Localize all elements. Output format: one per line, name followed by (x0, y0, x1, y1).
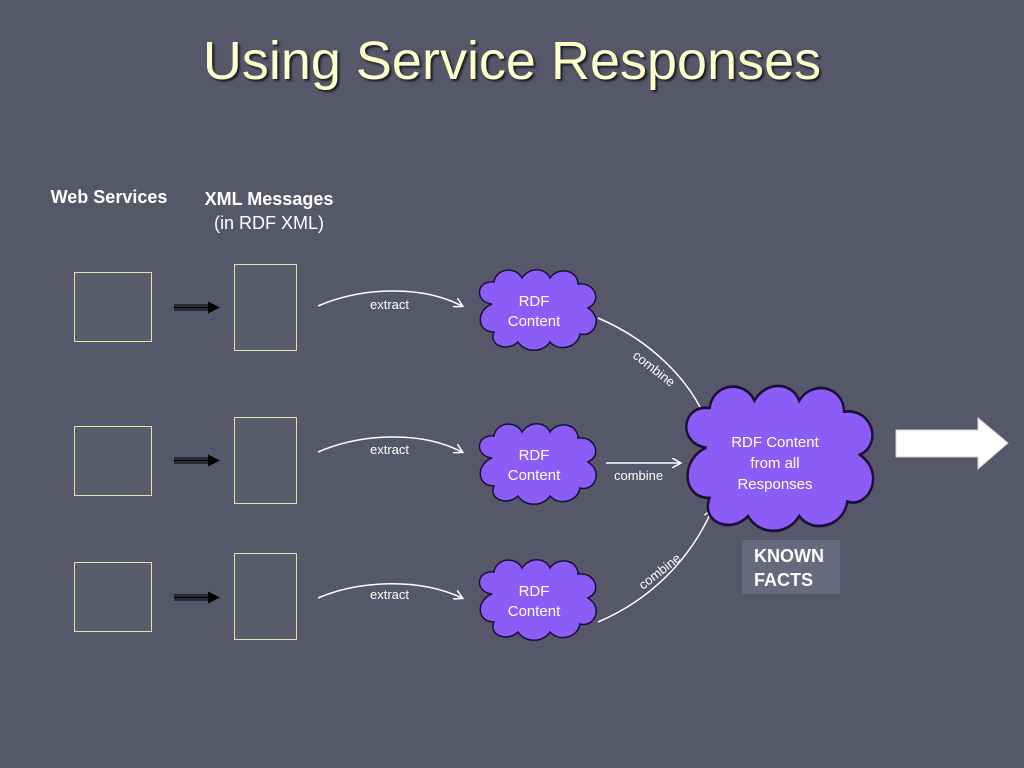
rdf-content-cloud-2: RDF Content (478, 422, 597, 506)
extract-label-1: extract (370, 297, 409, 312)
extract-label-3: extract (370, 587, 409, 602)
rdf-cloud-2-line2: Content (508, 467, 561, 484)
transmit-arrow-3 (174, 591, 220, 604)
web-services-heading: Web Services (40, 187, 178, 208)
extract-arrow-1 (317, 290, 462, 306)
combine-label-2: combine (614, 468, 663, 483)
xml-messages-heading: XML Messages (in RDF XML) (190, 187, 348, 235)
web-service-box-1 (74, 272, 152, 342)
combined-cloud-line1: RDF Content (731, 434, 819, 451)
rdf-content-cloud-3: RDF Content (478, 558, 597, 642)
combined-cloud-line3: Responses (737, 476, 812, 493)
output-block-arrow (895, 416, 1009, 471)
combine-arrow-1 (597, 317, 706, 420)
rdf-cloud-1-line1: RDF (519, 293, 550, 310)
rdf-cloud-3-line1: RDF (519, 583, 550, 600)
xml-message-box-3 (234, 553, 297, 640)
xml-messages-label: XML Messages (204, 189, 334, 209)
rdf-cloud-2-line1: RDF (519, 447, 550, 464)
rdf-content-cloud-1: RDF Content (478, 268, 597, 352)
rdf-cloud-1-line2: Content (508, 313, 561, 330)
xml-message-box-1 (234, 264, 297, 351)
web-services-label: Web Services (50, 187, 168, 207)
combined-cloud-line2: from all (750, 455, 799, 472)
combine-label-3: combine (636, 550, 684, 592)
transmit-arrow-1 (174, 301, 220, 314)
known-facts-box: KNOWN FACTS (742, 540, 840, 594)
known-facts-line1: KNOWN (754, 546, 824, 566)
combine-arrow-3 (597, 510, 712, 623)
extract-arrow-2 (317, 436, 462, 452)
extract-arrow-3 (317, 583, 462, 598)
rdf-cloud-3-line2: Content (508, 603, 561, 620)
transmit-arrow-2 (174, 454, 220, 467)
slide-title: Using Service Responses (202, 31, 822, 91)
known-facts-line2: FACTS (754, 570, 814, 590)
web-service-box-3 (74, 562, 152, 632)
web-service-box-2 (74, 426, 152, 496)
extract-label-2: extract (370, 442, 409, 457)
xml-messages-sublabel: (in RDF XML) (213, 213, 324, 233)
xml-message-box-2 (234, 417, 297, 504)
